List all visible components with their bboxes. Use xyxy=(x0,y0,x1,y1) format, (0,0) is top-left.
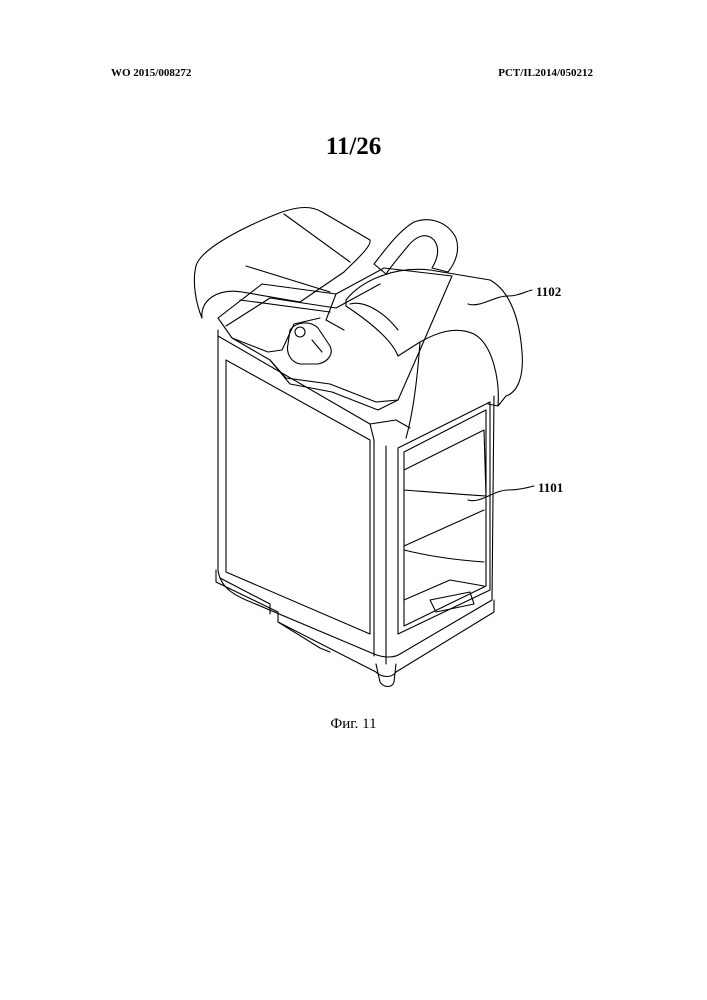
leader-1101 xyxy=(468,486,534,501)
ref-1101: 1101 xyxy=(538,480,563,495)
figure-caption: Фиг. 11 xyxy=(0,716,707,733)
back-strap xyxy=(194,208,370,319)
handle xyxy=(374,220,458,274)
latch xyxy=(288,323,332,364)
container-top xyxy=(218,268,452,410)
ref-1102: 1102 xyxy=(536,284,561,299)
leader-1102 xyxy=(468,290,532,305)
side-window xyxy=(398,402,490,634)
front-strap xyxy=(346,269,522,406)
